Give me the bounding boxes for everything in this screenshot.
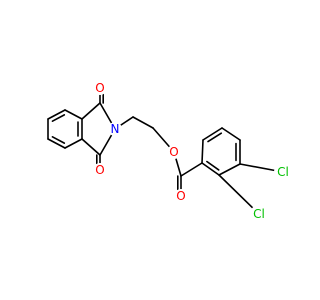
bond-ar1-ar2-inner xyxy=(206,160,220,171)
bond-cb5-cb6 xyxy=(64,109,83,120)
bond-cc2-cb4 xyxy=(81,138,101,156)
atom-label-cl2: Cl xyxy=(253,207,265,221)
atom-cl2: Cl xyxy=(250,205,268,223)
bond-layer xyxy=(47,87,284,215)
atom-label-cl1: Cl xyxy=(277,165,289,179)
atom-o4: O xyxy=(174,189,188,203)
bond-cb2-cb3-inner xyxy=(51,136,66,144)
molecule-structure: O O N O O Cl Cl xyxy=(47,81,292,223)
bond-ar1-ar2 xyxy=(201,162,220,176)
atom-label-n1: N xyxy=(111,122,120,136)
bond-ar2-cl2 xyxy=(218,174,260,215)
bond-cc3-ar1 xyxy=(180,162,203,177)
bond-cb6-cb1-inner xyxy=(51,114,66,122)
bond-ar2-ar3 xyxy=(218,163,241,176)
bond-cb2-cb3 xyxy=(47,138,66,149)
bond-ar5-ar6-inner xyxy=(207,132,223,143)
atom-o2: O xyxy=(93,163,107,177)
bond-cb3-cb4 xyxy=(64,138,83,149)
atom-label-o3: O xyxy=(169,145,178,159)
atom-label-o1: O xyxy=(95,81,104,95)
atom-n1: N xyxy=(108,122,122,136)
bond-ar4-ar5 xyxy=(221,127,241,141)
atom-label-o2: O xyxy=(95,163,104,177)
bond-ce1-ce2 xyxy=(132,116,154,129)
atom-o3: O xyxy=(167,145,181,159)
bond-cb5-cc1 xyxy=(81,102,101,120)
atom-cl1: Cl xyxy=(274,163,292,181)
bond-cb6-cb1 xyxy=(47,109,66,120)
bond-ar6-ar1 xyxy=(201,139,204,164)
atom-o1: O xyxy=(93,81,107,95)
atom-label-o4: O xyxy=(176,189,185,203)
bond-ar5-ar6 xyxy=(202,127,223,141)
atom-label-layer: O O N O O Cl Cl xyxy=(93,81,292,223)
